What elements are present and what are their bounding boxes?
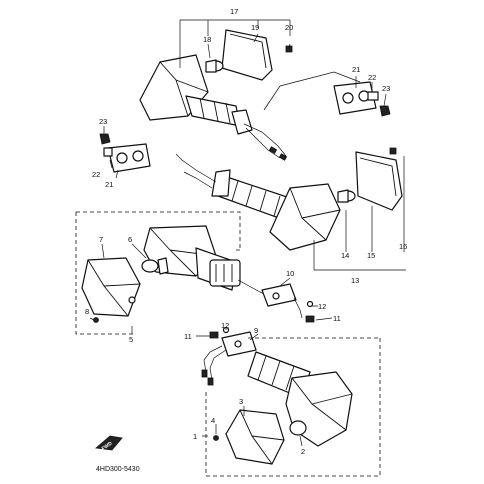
spacer-22-left — [103, 147, 113, 157]
callout-21-left: 21 — [105, 180, 113, 189]
callout-19: 19 — [251, 23, 259, 32]
callout-10: 10 — [286, 269, 294, 278]
screw-4 — [213, 435, 219, 441]
bolt-11-upper — [305, 315, 315, 323]
callout-20: 20 — [285, 23, 293, 32]
callout-12-lower: 12 — [221, 321, 229, 330]
callout-7: 7 — [99, 235, 103, 244]
callout-16: 16 — [399, 242, 407, 251]
screw-20 — [285, 45, 293, 53]
lens-cover-19 — [221, 29, 273, 81]
callout-1: 1 — [193, 432, 197, 441]
fwd-label: FWD — [101, 440, 114, 452]
lens-cover-right — [355, 151, 403, 211]
grommet — [209, 259, 241, 287]
callout-21-upper: 21 — [352, 65, 360, 74]
diagram-code: 4HD300-5430 — [96, 466, 140, 473]
callout-15: 15 — [367, 251, 375, 260]
callout-6: 6 — [128, 235, 132, 244]
callout-13: 13 — [351, 276, 359, 285]
mounting-stay-upper — [261, 283, 315, 323]
fwd-arrow: FWD — [95, 435, 123, 452]
nut-23-upper — [379, 105, 391, 117]
lens-3 — [225, 409, 285, 465]
bulb-6 — [141, 259, 159, 273]
screw-16 — [389, 147, 397, 155]
callout-3: 3 — [239, 397, 243, 406]
callout-4: 4 — [211, 416, 215, 425]
stem-bracket — [231, 109, 253, 135]
mount-bracket-left — [99, 133, 151, 173]
mount-bracket-upper — [333, 81, 391, 117]
signal-stem — [185, 95, 241, 127]
washer-12-upper — [306, 300, 314, 308]
callout-11-lower: 11 — [184, 332, 192, 341]
callout-22-upper: 22 — [368, 73, 376, 82]
callout-5: 5 — [129, 335, 133, 344]
lens-7 — [81, 257, 141, 317]
callout-9: 9 — [254, 326, 258, 335]
rear-left-turn-signal-assembly — [139, 29, 293, 161]
callout-22-left: 22 — [92, 170, 100, 179]
rear-right-turn-signal-assembly — [175, 147, 403, 251]
bolt-11-lower — [209, 331, 219, 339]
callout-11-upper: 11 — [333, 314, 341, 323]
spacer-22-upper — [367, 91, 379, 101]
callout-23-left: 23 — [99, 117, 107, 126]
callout-17: 17 — [230, 7, 238, 16]
front-left-signal-group — [75, 211, 277, 335]
callout-2: 2 — [301, 447, 305, 456]
leader-lines — [89, 19, 406, 447]
nut-23-left — [99, 133, 111, 145]
callout-14: 14 — [341, 251, 349, 260]
wire-connector — [268, 146, 278, 154]
callout-numbers: 17 18 19 20 21 22 23 23 22 21 16 14 15 1… — [85, 7, 407, 456]
callout-8: 8 — [85, 307, 89, 316]
callout-12-upper: 12 — [318, 302, 326, 311]
front-right-signal-group — [205, 337, 381, 477]
screw-8 — [93, 317, 99, 323]
callout-18: 18 — [203, 35, 211, 44]
callout-23-upper: 23 — [382, 84, 390, 93]
bulb-2 — [289, 420, 307, 436]
mounting-stay-lower — [201, 326, 257, 386]
